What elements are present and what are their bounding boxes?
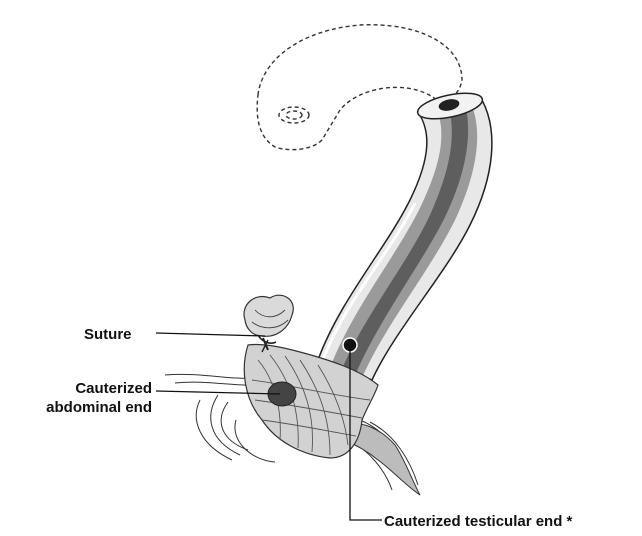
suture-leader: [156, 333, 265, 336]
cauterized-abdominal-end-label: Cauterized abdominal end: [46, 379, 152, 417]
suture-knot: [244, 295, 293, 352]
vas-tube: [318, 88, 492, 380]
cauterized-testicular-end-label: Cauterized testicular end *: [384, 512, 572, 531]
abdominal-label-line2: abdominal end: [46, 398, 152, 417]
suture-label: Suture: [84, 325, 132, 344]
abdominal-label-line1: Cauterized: [46, 379, 152, 398]
